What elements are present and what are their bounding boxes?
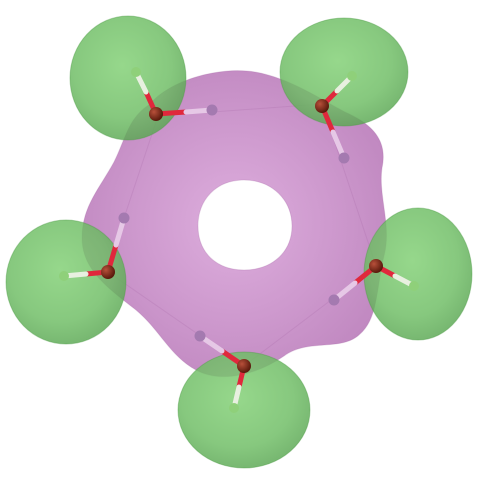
lobe-isosurface-left [5,219,127,345]
lobe-isosurface-right [363,207,473,341]
water-molecule-5 [194,330,251,413]
water-molecule-1 [131,67,218,121]
oxygen-atom [369,259,383,273]
oxygen-atom [101,265,115,279]
oxygen-atom [237,359,251,373]
water-molecule-2 [315,71,357,164]
hydrogen-atom [328,294,340,306]
hydrogen-atom [206,104,218,116]
hydrogen-atom [409,281,419,291]
water-molecule-3 [59,212,130,281]
lobe-isosurface-bottom [177,351,311,469]
hydrogen-atom [347,71,357,81]
hydrogen-atom [118,212,130,224]
hydrogen-atom [194,330,206,342]
oxygen-atom [315,99,329,113]
oxygen-atom [149,107,163,121]
lobe-isosurface-top-right [279,17,409,127]
hydrogen-atom [59,271,69,281]
hydrogen-atom [131,67,141,77]
hydrogen-atom [338,152,350,164]
hydrogen-atom [229,403,239,413]
lobe-isosurface-top-left [69,15,187,141]
water-molecule-4 [328,259,419,306]
